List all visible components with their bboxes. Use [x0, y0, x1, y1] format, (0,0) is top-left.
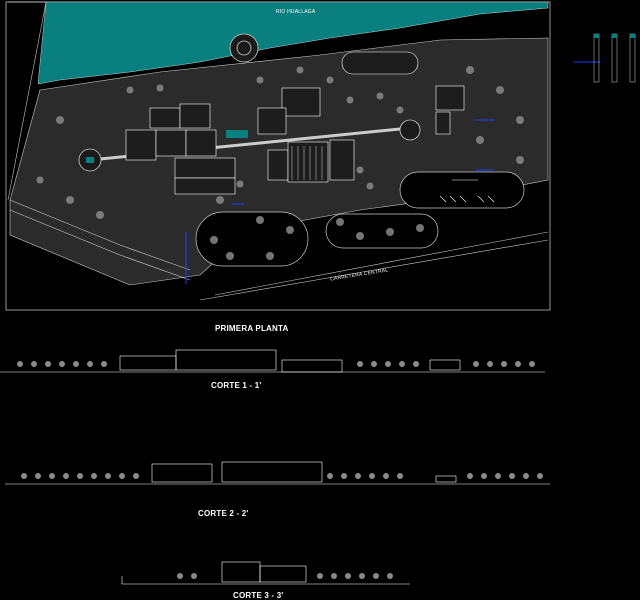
river — [8, 1, 549, 85]
section-2-label: CORTE 2 - 2' — [198, 509, 249, 518]
parking-stripes — [439, 179, 495, 203]
road-lines — [9, 199, 549, 301]
section-2-drawing — [5, 461, 550, 485]
river-label: RIO HUALLAGA — [276, 9, 316, 15]
legend-blocks — [593, 33, 636, 83]
section-2-trees — [21, 473, 543, 479]
legend-accents — [594, 34, 635, 38]
section-1-label: CORTE 1 - 1' — [211, 381, 262, 390]
section-3-trees — [177, 573, 393, 579]
trees — [36, 66, 524, 260]
section-3-label: CORTE 3 - 3' — [233, 591, 284, 600]
section-1-drawing — [0, 349, 545, 373]
parking-loops — [195, 171, 525, 267]
oval-structure — [341, 51, 419, 75]
section-3-drawing — [121, 561, 410, 585]
section-1-trees — [17, 361, 535, 367]
plan-title: PRIMERA PLANTA — [215, 324, 289, 333]
section-markers — [185, 61, 600, 284]
pools — [86, 130, 248, 163]
roof-hatch — [291, 146, 323, 180]
buildings — [125, 85, 465, 195]
site-boundary-left — [7, 1, 47, 201]
